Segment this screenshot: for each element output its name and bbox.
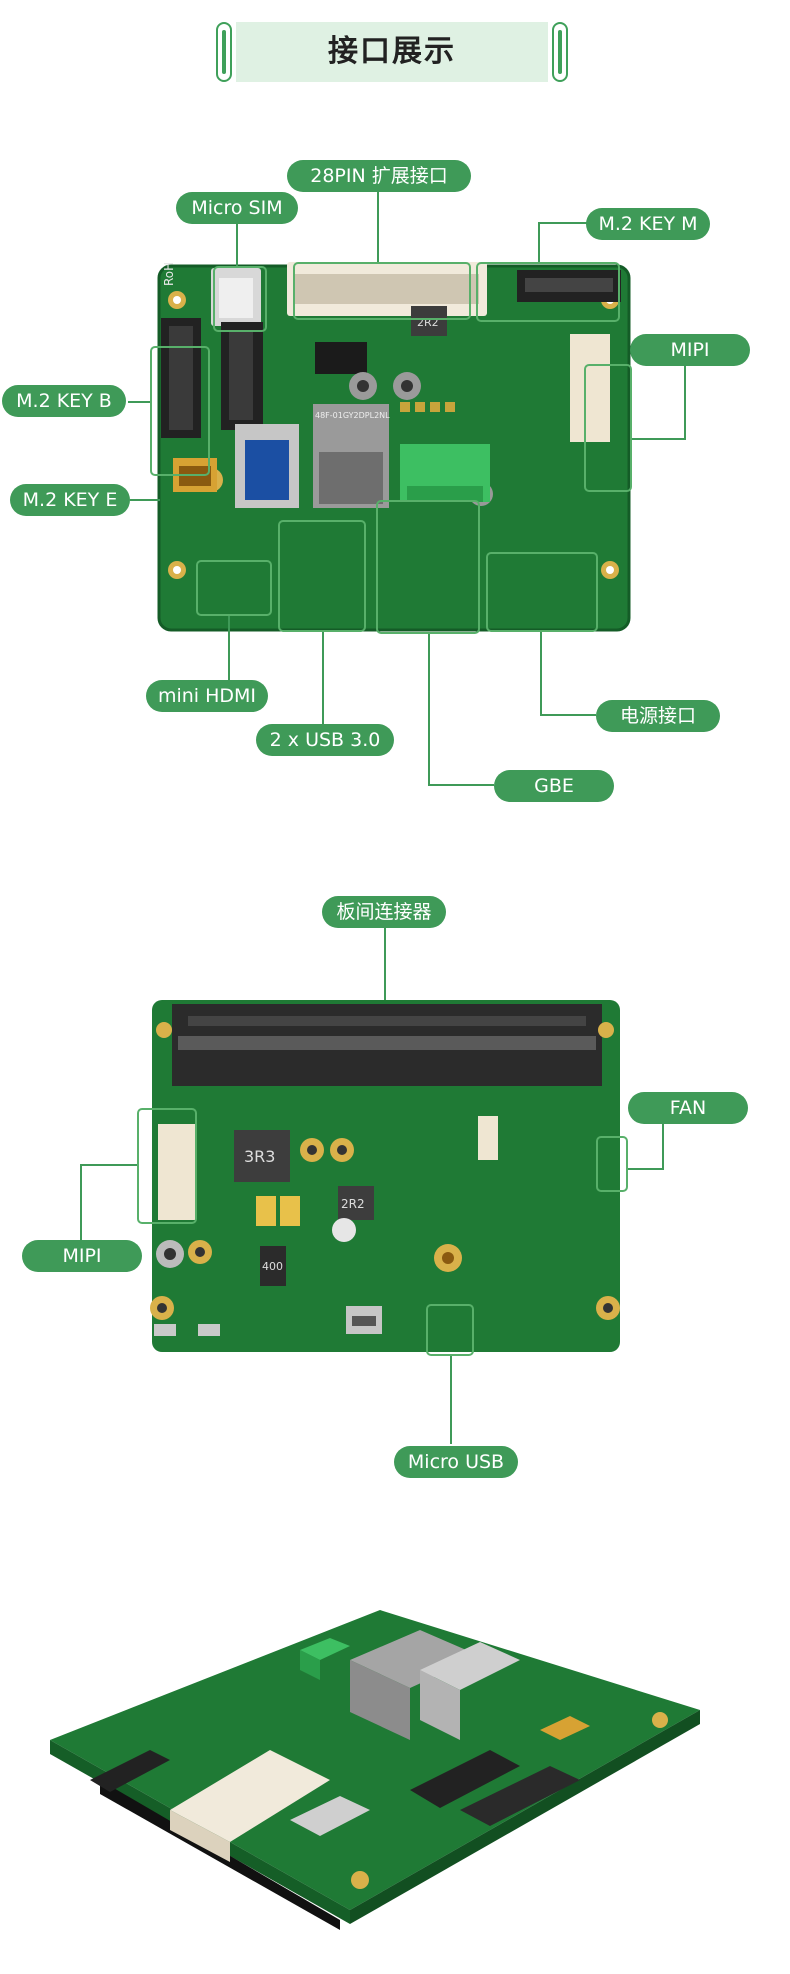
header-background bbox=[236, 22, 548, 82]
m2-key-m-highlight bbox=[476, 262, 620, 322]
label-micro-sim: Micro SIM bbox=[176, 192, 298, 224]
label-28pin: 28PIN 扩展接口 bbox=[287, 160, 471, 192]
bottom-inductor-1-silk: 3R3 bbox=[244, 1147, 275, 1166]
mipi-top-leader-v bbox=[684, 366, 686, 440]
mipi-bottom-leader-v bbox=[80, 1164, 82, 1240]
b2b-leader bbox=[384, 928, 386, 1000]
label-micro-usb: Micro USB bbox=[394, 1446, 518, 1478]
fan-highlight bbox=[596, 1136, 628, 1192]
m2-key-e-leader bbox=[130, 499, 160, 501]
board-isometric-photo bbox=[50, 1610, 700, 1930]
mipi-top-leader-h bbox=[632, 438, 686, 440]
label-usb30: 2 x USB 3.0 bbox=[256, 724, 394, 756]
micro-usb-highlight bbox=[426, 1304, 474, 1356]
label-power: 电源接口 bbox=[596, 700, 720, 732]
label-gbe: GBE bbox=[494, 770, 614, 802]
micro-usb-leader bbox=[450, 1356, 452, 1444]
pin28-highlight bbox=[293, 262, 471, 320]
label-m2-key-b: M.2 KEY B bbox=[2, 385, 126, 417]
header-left-bracket bbox=[216, 22, 232, 82]
usb-leader bbox=[322, 632, 324, 724]
bottom-cap-silk: 400 bbox=[262, 1260, 283, 1273]
micro-sim-highlight bbox=[213, 266, 267, 332]
fan-leader-h bbox=[628, 1168, 664, 1170]
m2-key-m-leader-v bbox=[538, 222, 540, 262]
pin28-leader bbox=[377, 190, 379, 262]
header-right-bracket bbox=[552, 22, 568, 82]
mini-hdmi-leader bbox=[228, 616, 230, 684]
bottom-inductor-2-silk: 2R2 bbox=[341, 1197, 365, 1211]
m2-key-m-leader-h bbox=[538, 222, 588, 224]
micro-sim-leader bbox=[236, 223, 238, 266]
label-m2-key-m: M.2 KEY M bbox=[586, 208, 710, 240]
gbe-highlight bbox=[376, 500, 480, 634]
label-b2b: 板间连接器 bbox=[322, 896, 446, 928]
label-mini-hdmi: mini HDMI bbox=[146, 680, 268, 712]
label-mipi-top: MIPI bbox=[630, 334, 750, 366]
label-fan: FAN bbox=[628, 1092, 748, 1124]
gbe-leader-h bbox=[428, 784, 494, 786]
power-leader-h bbox=[540, 714, 596, 716]
mipi-top-highlight bbox=[584, 364, 632, 492]
m2-key-b-highlight bbox=[150, 346, 210, 476]
jack-silk: 48F-01GY2DPL2NL bbox=[315, 411, 390, 420]
mipi-bottom-leader-h bbox=[80, 1164, 137, 1166]
rohs-silk: RoHS bbox=[162, 262, 176, 286]
gbe-leader-v bbox=[428, 634, 430, 786]
board-bottom-photo: 3R3 2R2 400 bbox=[150, 1000, 620, 1352]
usb-highlight bbox=[278, 520, 366, 632]
label-mipi-bottom: MIPI bbox=[22, 1240, 142, 1272]
board-top-photo: RoHS 2R2 48F-01GY2DPL2NL bbox=[157, 262, 631, 632]
m2-key-b-leader bbox=[128, 401, 150, 403]
power-leader-v bbox=[540, 632, 542, 716]
section-header: 接口展示 bbox=[216, 22, 568, 82]
label-m2-key-e: M.2 KEY E bbox=[10, 484, 130, 516]
fan-leader-v bbox=[662, 1124, 664, 1170]
mini-hdmi-highlight bbox=[196, 560, 272, 616]
power-highlight bbox=[486, 552, 598, 632]
mipi-bottom-highlight bbox=[137, 1108, 197, 1224]
page-title: 接口展示 bbox=[328, 34, 456, 69]
